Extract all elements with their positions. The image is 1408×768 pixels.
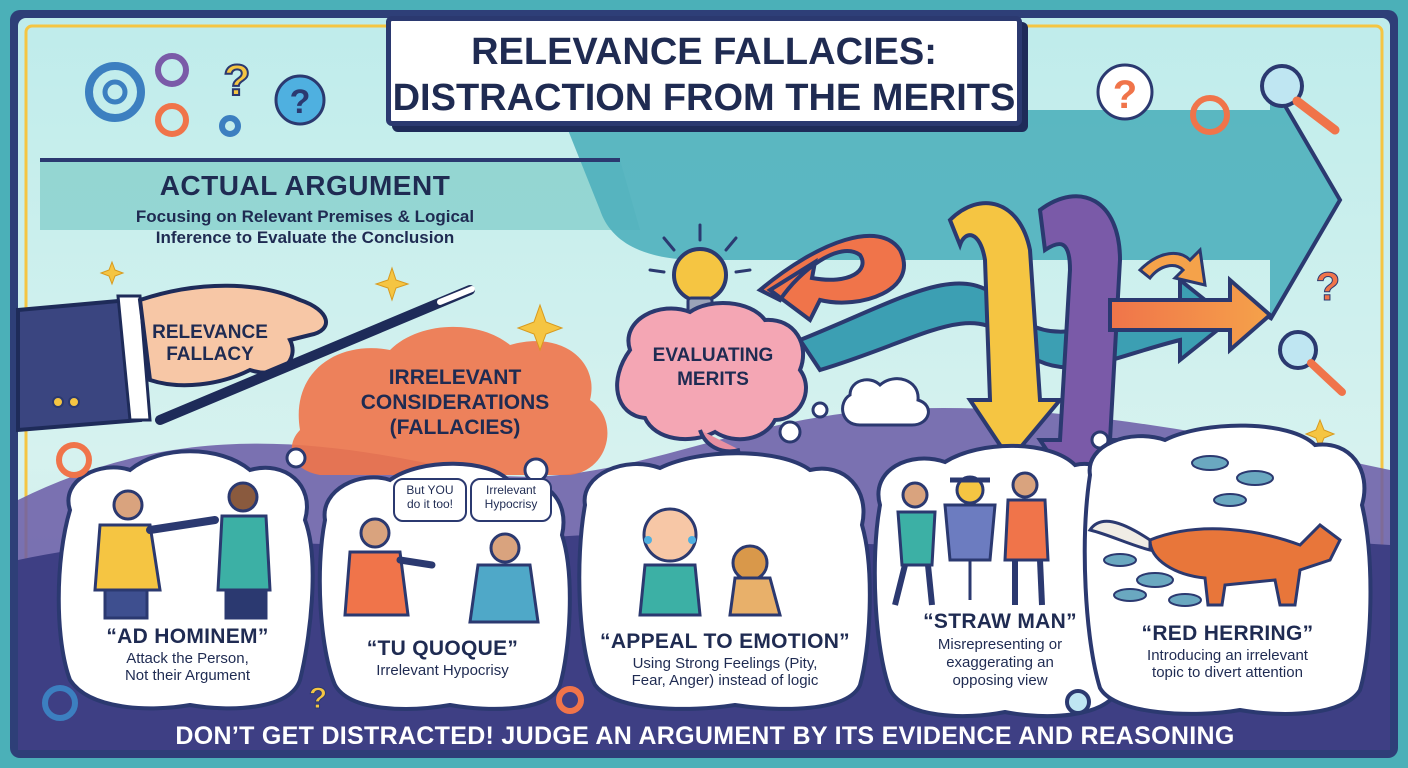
ad-hominem-desc-2: Not their Argument	[124, 667, 251, 684]
straw-man-desc-3: opposing view	[952, 672, 1048, 689]
fox-icon	[1087, 519, 1342, 607]
gear-icon	[85, 62, 145, 122]
twisted-arrow-orange	[756, 234, 906, 324]
relevance-fallacy-label-1: RELEVANCE	[152, 322, 268, 343]
appeal-to-emotion-title: “APPEAL TO EMOTION”	[600, 630, 850, 653]
tu-quoque-desc-1: Irrelevant Hypocrisy	[376, 662, 509, 679]
hand-icon	[16, 283, 328, 433]
svg-text:?: ?	[224, 56, 251, 105]
magnifier-icon	[1065, 64, 1346, 715]
red-herring-desc-2: topic to divert attention	[1152, 664, 1303, 681]
straw-man-desc-2: exaggerating an	[946, 654, 1054, 671]
gear-icon-blue	[42, 115, 241, 721]
irrelevant-label-3: (FALLACIES)	[389, 416, 521, 439]
relevance-fallacy-label-2: FALLACY	[166, 344, 254, 365]
title-box: RELEVANCE FALLACIES: DISTRACTION FROM TH…	[386, 16, 1022, 126]
brain-label-1: EVALUATING	[652, 345, 774, 366]
actual-argument-line-1: Focusing on Relevant Premises & Logical	[135, 207, 475, 226]
twisted-arrow-orange-right	[1108, 275, 1274, 355]
brain-label-2: MERITS	[677, 369, 749, 390]
speech-bubble-hypocrisy: Irrelevant Hypocrisy	[470, 478, 552, 522]
irrelevant-label-2: CONSIDERATIONS	[360, 391, 550, 414]
red-herring-desc-1: Introducing an irrelevant	[1147, 647, 1308, 664]
ad-hominem-title: “AD HOMINEM”	[106, 625, 269, 648]
actual-argument-arrow	[40, 160, 640, 230]
actual-argument-heading: ACTUAL ARGUMENT	[159, 170, 451, 201]
appeal-to-emotion-desc-2: Fear, Anger) instead of logic	[631, 672, 819, 689]
gear-icon-small	[155, 53, 189, 87]
twisted-arrow-purple	[1036, 194, 1135, 504]
ad-hominem-figures	[93, 481, 272, 620]
puppy-icon	[728, 544, 782, 617]
svg-text:?: ?	[309, 682, 327, 715]
straw-man-desc-1: Misrepresenting or	[937, 636, 1063, 653]
svg-text:?: ?	[290, 83, 311, 121]
ad-hominem-desc-1: Attack the Person,	[126, 650, 249, 667]
tu-quoque-title: “TU QUOQUE”	[366, 637, 519, 660]
actual-argument-line-2: Inference to Evaluate the Conclusion	[155, 228, 455, 247]
irrelevant-label-1: IRRELEVANT	[388, 366, 522, 389]
appeal-to-emotion-desc-1: Using Strong Feelings (Pity,	[632, 655, 818, 672]
tu-quoque-figures	[343, 517, 540, 624]
title-line-2: DISTRACTION FROM THE MERITS	[392, 77, 1016, 119]
straw-man-title: “STRAW MAN”	[923, 610, 1077, 633]
straw-man-figures	[892, 471, 1050, 606]
wand-icon	[155, 285, 475, 425]
footer-message: DON’T GET DISTRACTED! JUDGE AN ARGUMENT …	[175, 722, 1235, 750]
irrelevant-cloud	[291, 326, 608, 475]
fish-icon	[1103, 455, 1274, 607]
brain-icon	[615, 301, 808, 442]
question-mark-icon: ? ? ? ? ?	[223, 55, 1341, 716]
crying-child	[638, 507, 702, 617]
gear-icon-orange	[56, 95, 1230, 714]
sparkle-icon	[99, 260, 1336, 450]
red-herring-title: “RED HERRING”	[1141, 622, 1314, 645]
title-line-1: RELEVANCE FALLACIES:	[471, 31, 937, 73]
svg-text:?: ?	[1316, 265, 1340, 309]
twisted-arrow-yellow	[947, 201, 1065, 464]
svg-text:?: ?	[1113, 73, 1137, 117]
speech-bubble-you-too: But YOU do it too!	[393, 478, 467, 522]
